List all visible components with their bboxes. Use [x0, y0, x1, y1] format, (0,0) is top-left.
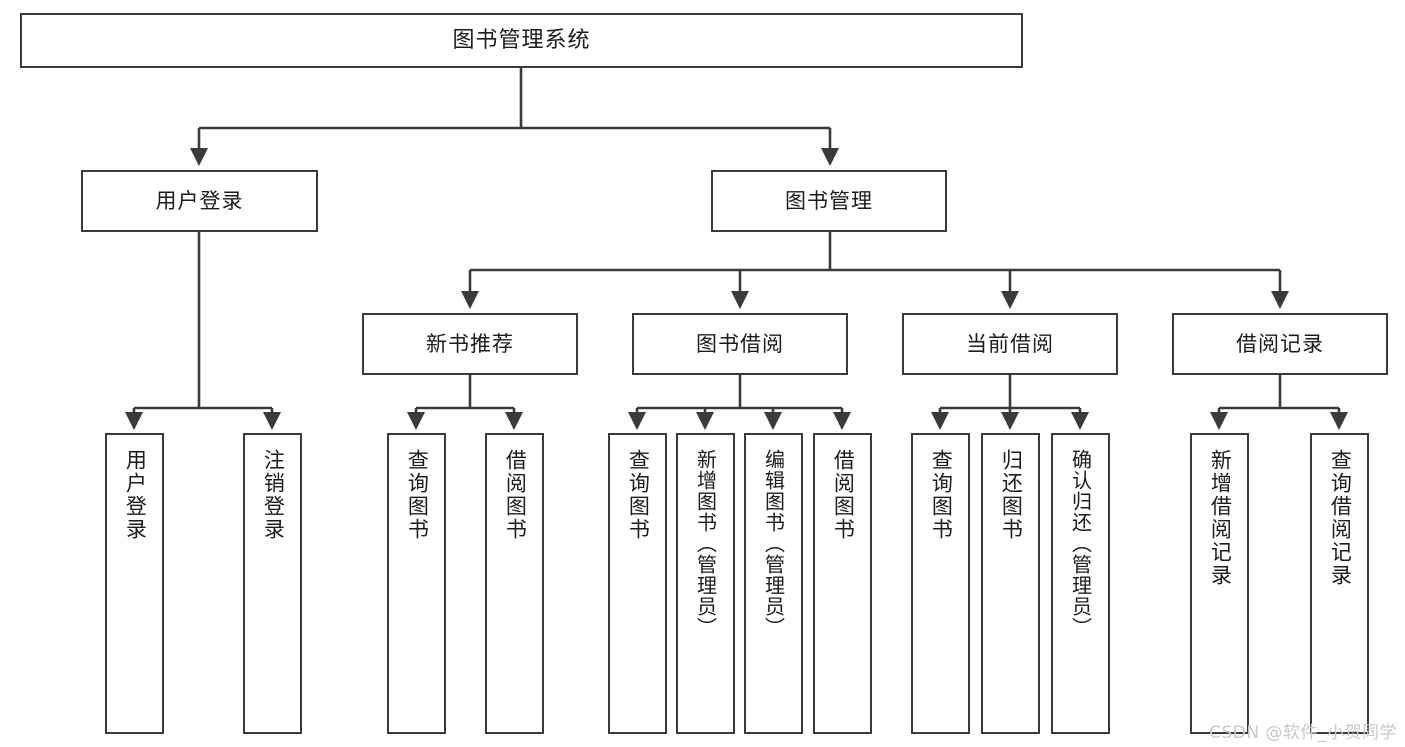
leaf-user-login[interactable]: 用户登录 — [105, 433, 164, 734]
leaf-borrow-query-book[interactable]: 查询图书 — [608, 433, 667, 734]
node-borrow-records[interactable]: 借阅记录 — [1172, 313, 1388, 375]
node-user-login-label: 用户登录 — [155, 188, 244, 213]
leaf-user-login-label: 用户登录 — [123, 449, 148, 541]
leaf-newbook-query-book-label: 查询图书 — [405, 449, 430, 541]
node-root[interactable]: 图书管理系统 — [20, 13, 1023, 68]
leaf-newbook-borrow-book-label: 借阅图书 — [503, 449, 528, 541]
leaf-current-confirm-return-admin[interactable]: 确认归还（管理员） — [1051, 433, 1110, 734]
node-new-book-recommend-label: 新书推荐 — [426, 331, 514, 356]
node-user-login[interactable]: 用户登录 — [81, 170, 318, 232]
leaf-records-add-record[interactable]: 新增借阅记录 — [1190, 433, 1249, 734]
leaf-borrow-add-book-admin-label: 新增图书（管理员） — [693, 449, 718, 638]
node-current-borrow-label: 当前借阅 — [966, 331, 1054, 356]
leaf-borrow-query-book-label: 查询图书 — [626, 449, 651, 541]
csdn-watermark: CSDN @软件_小贺同学 — [1209, 723, 1397, 743]
leaf-current-query-book-label: 查询图书 — [929, 449, 954, 541]
leaf-borrow-edit-book-admin-label: 编辑图书（管理员） — [761, 449, 786, 638]
leaf-borrow-lend-book-label: 借阅图书 — [831, 449, 856, 541]
leaf-user-logout[interactable]: 注销登录 — [243, 433, 302, 734]
node-book-management-label: 图书管理 — [785, 188, 873, 213]
leaf-newbook-borrow-book[interactable]: 借阅图书 — [485, 433, 544, 734]
node-borrow-records-label: 借阅记录 — [1236, 331, 1324, 356]
leaf-records-query-record-label: 查询借阅记录 — [1328, 449, 1353, 587]
node-current-borrow[interactable]: 当前借阅 — [902, 313, 1118, 375]
leaf-current-query-book[interactable]: 查询图书 — [911, 433, 970, 734]
node-book-borrow-label: 图书借阅 — [696, 331, 784, 356]
leaf-borrow-lend-book[interactable]: 借阅图书 — [813, 433, 872, 734]
node-book-borrow[interactable]: 图书借阅 — [632, 313, 848, 375]
leaf-user-logout-label: 注销登录 — [261, 449, 286, 541]
node-new-book-recommend[interactable]: 新书推荐 — [362, 313, 578, 375]
leaf-current-return-book-label: 归还图书 — [999, 449, 1024, 541]
leaf-current-return-book[interactable]: 归还图书 — [981, 433, 1040, 734]
leaf-current-confirm-return-admin-label: 确认归还（管理员） — [1068, 449, 1093, 638]
leaf-borrow-add-book-admin[interactable]: 新增图书（管理员） — [676, 433, 735, 734]
leaf-records-query-record[interactable]: 查询借阅记录 — [1310, 433, 1369, 734]
node-root-label: 图书管理系统 — [452, 27, 591, 53]
node-book-management[interactable]: 图书管理 — [711, 170, 947, 232]
leaf-borrow-edit-book-admin[interactable]: 编辑图书（管理员） — [744, 433, 803, 734]
leaf-newbook-query-book[interactable]: 查询图书 — [387, 433, 446, 734]
leaf-records-add-record-label: 新增借阅记录 — [1208, 449, 1233, 587]
